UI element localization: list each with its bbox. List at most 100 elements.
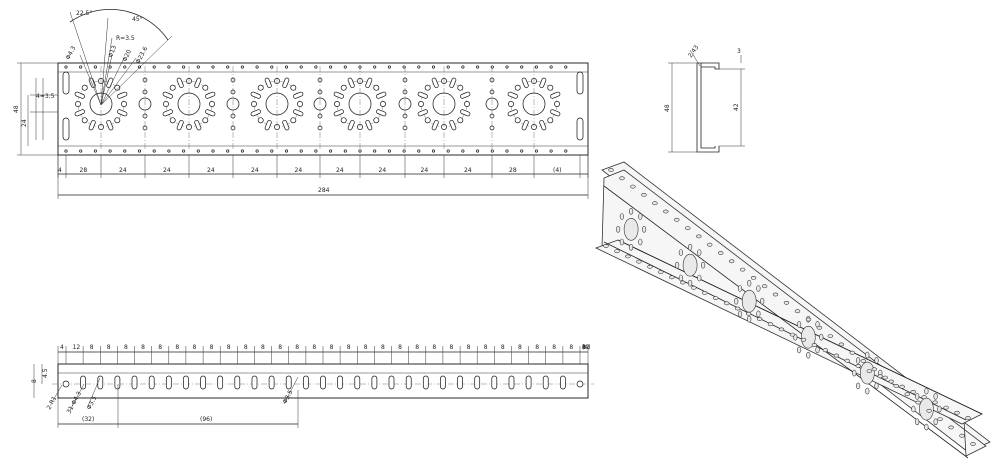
iso-top-hole	[652, 201, 658, 206]
iso-web-edge-bottom	[603, 241, 967, 421]
flange-label: 3	[737, 48, 741, 55]
flange-slot	[285, 375, 292, 390]
arc-slot	[176, 77, 184, 88]
iso-bolt-hole	[697, 274, 702, 282]
top-chain-dim-label: 8	[90, 344, 94, 351]
bolt-hole	[290, 117, 297, 124]
bolt-hole	[81, 84, 88, 91]
span-large-label: (96)	[200, 416, 212, 423]
leader-dia-35-b	[283, 376, 299, 405]
iso-top-hole	[904, 392, 910, 397]
edge-hole	[461, 65, 465, 69]
iso-bolt-hole	[697, 249, 702, 256]
arc-slot	[250, 109, 261, 117]
arc-slot	[365, 77, 373, 88]
end-slot	[576, 71, 584, 95]
top-chain-dim-label: 4	[60, 344, 64, 351]
iso-bolt-hole	[865, 351, 870, 359]
iso-bolt-hole	[911, 405, 916, 413]
edge-hole	[505, 65, 509, 69]
iso-top-hole	[663, 209, 669, 214]
top-chain-dim-label: 8	[450, 344, 454, 351]
iso-center-hole	[800, 325, 816, 349]
iso-bottom-hole	[712, 296, 719, 301]
bolt-hole	[464, 101, 470, 107]
flange-slot	[542, 375, 549, 390]
edge-hole	[64, 65, 68, 69]
top-chain-dim-label: 8	[193, 344, 197, 351]
bolt-hole	[418, 101, 424, 107]
flange-slot	[131, 375, 138, 390]
edge-hole	[314, 65, 318, 69]
iso-bottom-hole	[701, 290, 708, 295]
iso-top-hole	[860, 359, 866, 363]
bolt-hole	[169, 84, 176, 91]
top-chain-dim-label: 8	[484, 344, 488, 351]
bolt-hole	[340, 84, 347, 91]
arc-slot	[333, 91, 344, 99]
iso-bolt-hole	[806, 351, 811, 359]
flange-slot	[251, 375, 258, 390]
iso-bolt-hole	[674, 261, 680, 269]
top-chain-dim-label: 8	[467, 344, 471, 351]
arc-slot	[74, 91, 85, 99]
iso-bottom-hole	[921, 395, 927, 400]
angle-ray-2	[100, 17, 109, 106]
bolt-hole	[457, 84, 464, 91]
edge-hole	[167, 65, 171, 69]
top-chain-dim-label: (4)	[582, 344, 591, 351]
arc-slot	[88, 120, 96, 131]
iso-bottom-hole	[954, 410, 960, 415]
bolt-hole	[81, 117, 88, 124]
edge-hole	[270, 65, 274, 69]
dia-236-label: Φ23.6	[135, 46, 150, 65]
span-small-label: (32)	[82, 416, 94, 423]
iso-bolt-hole	[615, 226, 621, 233]
iso-top-hole	[630, 184, 636, 189]
iso-top-hole	[794, 309, 801, 314]
iso-bolt-hole	[915, 418, 920, 426]
bolt-hole	[169, 117, 176, 124]
flange-slot	[97, 375, 104, 390]
flange-slot	[337, 375, 343, 390]
leader-dia-35-a	[87, 377, 101, 407]
edge-hole	[329, 65, 333, 69]
channel-profile-inner	[700, 63, 716, 149]
top-chain-dim-label: 12	[582, 344, 590, 351]
edge-hole	[387, 149, 391, 153]
edge-hole	[123, 65, 127, 69]
chain-dim-label: (4)	[553, 167, 562, 174]
iso-bolt-hole	[678, 249, 684, 256]
leader-31-holes	[69, 383, 85, 411]
edge-hole	[549, 65, 553, 69]
bolt-hole	[554, 101, 560, 107]
iso-top-hole	[959, 433, 965, 438]
top-chain-dim-label: 8	[107, 344, 111, 351]
bolt-hole	[508, 101, 514, 107]
flange-slot	[183, 375, 189, 390]
dia-13-label: Φ13	[107, 45, 118, 59]
iso-bolt-hole	[924, 387, 929, 395]
edge-hole	[255, 65, 259, 69]
flange-slot	[405, 375, 412, 390]
arc-slot	[507, 91, 518, 99]
angle-ray-3	[100, 35, 173, 106]
edge-hole	[123, 149, 127, 153]
top-chain-dim-label: 8	[141, 344, 145, 351]
arc-slot	[250, 91, 261, 99]
edge-hole	[549, 149, 553, 153]
arc-slot	[293, 91, 304, 99]
iso-bottom-hole	[822, 348, 829, 353]
flange-slot	[440, 375, 446, 390]
iso-bolt-hole	[924, 423, 929, 431]
channel-profile-top-flange	[697, 62, 720, 70]
iso-bottom-hole	[899, 384, 905, 389]
iso-top-hole	[674, 217, 680, 222]
iso-bolt-hole	[747, 315, 752, 323]
bolt-hole	[373, 117, 380, 124]
edge-hole	[196, 149, 200, 153]
iso-bottom-hole	[723, 301, 730, 306]
dia-hole-label: Φ4.3	[65, 45, 78, 61]
bolt-hole	[457, 117, 464, 124]
